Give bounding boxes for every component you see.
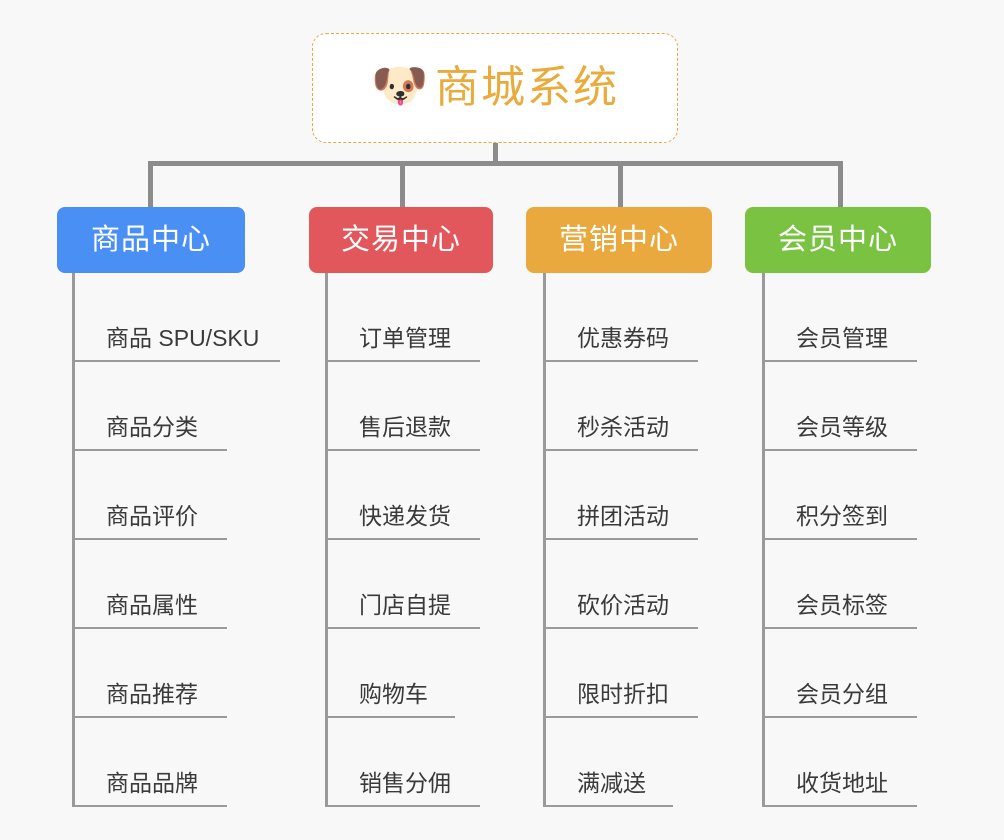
branch-spine [762, 273, 765, 807]
leaf-item[interactable]: 商品 SPU/SKU [72, 273, 300, 362]
leaf-item-underline [72, 360, 280, 362]
category-node-0[interactable]: 商品中心 [57, 207, 245, 273]
branch-connector-drop-0 [148, 161, 153, 209]
category-label: 商品中心 [90, 223, 211, 256]
leaf-item-underline [325, 360, 480, 362]
leaf-item[interactable]: 商品品牌 [72, 718, 247, 807]
leaf-item[interactable]: 会员分组 [762, 629, 937, 718]
leaf-item-label: 会员标签 [796, 592, 888, 618]
leaf-item[interactable]: 快递发货 [325, 451, 500, 540]
leaf-item-underline [762, 627, 917, 629]
leaf-item-label: 售后退款 [359, 414, 451, 440]
leaf-item[interactable]: 门店自提 [325, 540, 500, 629]
leaf-item-underline [543, 449, 698, 451]
leaf-item-label: 砍价活动 [577, 592, 669, 618]
leaf-item[interactable]: 满减送 [543, 718, 693, 807]
leaf-item-underline [762, 716, 917, 718]
leaf-item[interactable]: 订单管理 [325, 273, 500, 362]
leaf-item-underline [72, 805, 227, 807]
branch-spine [543, 273, 546, 807]
leaf-item-underline [543, 627, 698, 629]
leaf-item-label: 限时折扣 [577, 681, 669, 707]
leaf-item[interactable]: 购物车 [325, 629, 475, 718]
leaf-item-label: 会员等级 [796, 414, 888, 440]
branch-connector-drop-3 [838, 161, 843, 209]
leaf-item[interactable]: 拼团活动 [543, 451, 718, 540]
category-node-3[interactable]: 会员中心 [745, 207, 931, 273]
leaf-item[interactable]: 会员等级 [762, 362, 937, 451]
leaf-item[interactable]: 砍价活动 [543, 540, 718, 629]
leaf-item-underline [325, 538, 480, 540]
leaf-item-label: 商品品牌 [106, 770, 198, 796]
leaf-item-underline [72, 538, 227, 540]
leaf-item-underline [543, 360, 698, 362]
leaf-item[interactable]: 会员标签 [762, 540, 937, 629]
leaf-item[interactable]: 优惠券码 [543, 273, 718, 362]
branch-spine [72, 273, 75, 807]
leaf-item-underline [762, 360, 917, 362]
leaf-item[interactable]: 收货地址 [762, 718, 937, 807]
leaf-item-label: 商品评价 [106, 503, 198, 529]
category-node-2[interactable]: 营销中心 [526, 207, 712, 273]
leaf-item-label: 快递发货 [359, 503, 451, 529]
leaf-item-underline [543, 805, 673, 807]
leaf-item[interactable]: 限时折扣 [543, 629, 718, 718]
leaf-item-underline [543, 716, 698, 718]
leaf-item[interactable]: 商品属性 [72, 540, 247, 629]
category-label: 营销中心 [558, 223, 679, 256]
leaf-item-label: 积分签到 [796, 503, 888, 529]
leaf-item-label: 门店自提 [359, 592, 451, 618]
leaf-item[interactable]: 会员管理 [762, 273, 937, 362]
branch-spine [325, 273, 328, 807]
leaf-item-underline [762, 538, 917, 540]
leaf-item[interactable]: 售后退款 [325, 362, 500, 451]
leaf-item-underline [72, 627, 227, 629]
leaf-item-underline [762, 805, 917, 807]
leaf-item[interactable]: 商品推荐 [72, 629, 247, 718]
leaf-item-label: 订单管理 [359, 325, 451, 351]
root-title: 商城系统 [435, 63, 619, 112]
leaf-item-underline [325, 716, 455, 718]
leaf-item-underline [325, 627, 480, 629]
leaf-item-label: 秒杀活动 [577, 414, 669, 440]
leaf-item-label: 销售分佣 [359, 770, 451, 796]
branch-connector-drop-1 [400, 161, 405, 209]
shiba-dog-face-icon: 🐶 [371, 59, 429, 111]
leaf-item-underline [543, 538, 698, 540]
root-connector-stem [493, 143, 498, 165]
category-node-1[interactable]: 交易中心 [309, 207, 493, 273]
category-label: 会员中心 [777, 223, 898, 256]
leaf-item-label: 收货地址 [796, 770, 888, 796]
leaf-item-underline [325, 805, 480, 807]
leaf-item-label: 商品属性 [106, 592, 198, 618]
leaf-item-label: 商品分类 [106, 414, 198, 440]
leaf-item[interactable]: 商品评价 [72, 451, 247, 540]
leaf-item[interactable]: 销售分佣 [325, 718, 500, 807]
leaf-item-underline [325, 449, 480, 451]
leaf-item-label: 会员分组 [796, 681, 888, 707]
leaf-item[interactable]: 积分签到 [762, 451, 937, 540]
leaf-item-label: 商品推荐 [106, 681, 198, 707]
leaf-item-label: 商品 SPU/SKU [106, 325, 260, 351]
category-label: 交易中心 [340, 223, 461, 256]
leaf-item-underline [762, 449, 917, 451]
leaf-item-underline [72, 716, 227, 718]
leaf-item-label: 满减送 [577, 770, 646, 796]
leaf-item[interactable]: 秒杀活动 [543, 362, 718, 451]
leaf-item-label: 会员管理 [796, 325, 888, 351]
leaf-item-underline [72, 449, 227, 451]
leaf-item-label: 优惠券码 [577, 325, 669, 351]
root-connector-bus [148, 161, 841, 166]
root-node[interactable]: 🐶 商城系统 [312, 33, 678, 143]
leaf-item-label: 拼团活动 [577, 503, 669, 529]
leaf-item-label: 购物车 [359, 681, 428, 707]
branch-connector-drop-2 [618, 161, 623, 209]
leaf-item[interactable]: 商品分类 [72, 362, 247, 451]
